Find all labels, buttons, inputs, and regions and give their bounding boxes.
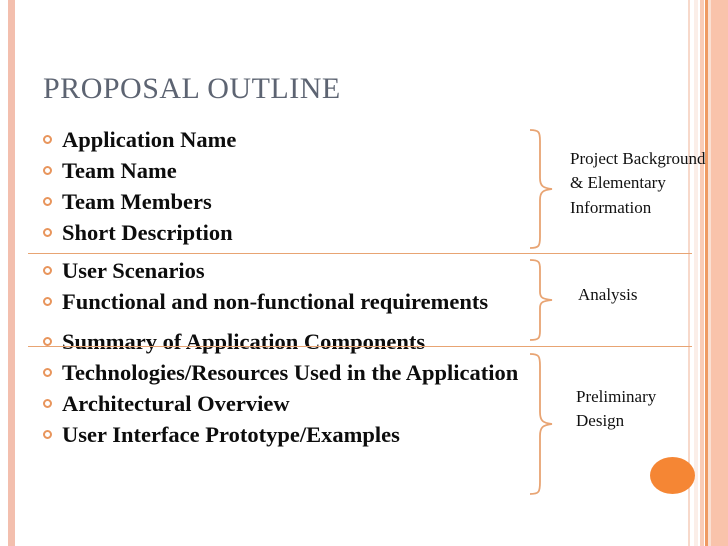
list-item: Application Name <box>43 126 543 153</box>
list-item: Technologies/Resources Used in the Appli… <box>43 359 543 386</box>
outline-list: Application Name Team Name Team Members … <box>43 126 543 448</box>
right-edge-stripe-2 <box>694 0 698 546</box>
list-item: Functional and non-functional requiremen… <box>43 288 543 315</box>
list-item-label: Architectural Overview <box>62 391 290 416</box>
right-edge-stripe-5 <box>708 0 711 546</box>
page-title: PROPOSAL OUTLINE <box>43 72 341 105</box>
left-edge-stripe <box>8 0 15 546</box>
list-item-label: Team Members <box>62 189 212 214</box>
bullet-circle-icon <box>43 135 52 144</box>
section-divider-1 <box>28 253 692 255</box>
group-label-analysis: Analysis <box>578 285 638 304</box>
bullet-circle-icon <box>43 297 52 306</box>
list-item-label: Team Name <box>62 158 177 183</box>
bullet-circle-icon <box>43 399 52 408</box>
list-item-label: Short Description <box>62 220 233 245</box>
list-item: Architectural Overview <box>43 390 543 417</box>
list-item-label: Summary of Application Components <box>62 329 426 354</box>
list-item-label: Application Name <box>62 127 237 152</box>
list-item: User Scenarios <box>43 257 543 284</box>
list-item: Short Description <box>43 219 543 246</box>
bullet-circle-icon <box>43 228 52 237</box>
bullet-circle-icon <box>43 337 52 346</box>
bullet-circle-icon <box>43 166 52 175</box>
list-item: Team Members <box>43 188 543 215</box>
group-label-preliminary-design: Preliminary Design <box>576 387 657 431</box>
bullet-circle-icon <box>43 197 52 206</box>
list-item: Summary of Application Components <box>43 328 543 355</box>
right-edge-stripe-6 <box>711 0 728 546</box>
list-item: Team Name <box>43 157 543 184</box>
group-brace-3 <box>528 352 554 496</box>
right-edge-stripe-4 <box>705 0 708 546</box>
list-item-label: Functional and non-functional requiremen… <box>62 289 489 314</box>
list-item: User Interface Prototype/Examples <box>43 421 543 448</box>
group-brace-2 <box>528 258 554 342</box>
group-brace-1 <box>528 128 554 250</box>
bullet-circle-icon <box>43 430 52 439</box>
right-edge-stripe-1 <box>688 0 690 546</box>
decorative-circle <box>650 457 695 494</box>
list-item-label: User Scenarios <box>62 258 205 283</box>
list-item-label: User Interface Prototype/Examples <box>62 422 400 447</box>
right-edge-stripe-3 <box>700 0 704 546</box>
group-label-project-background: Project Background & Elementary Informat… <box>570 149 706 217</box>
list-item-label: Technologies/Resources Used in the Appli… <box>62 360 519 385</box>
bullet-circle-icon <box>43 266 52 275</box>
bullet-circle-icon <box>43 368 52 377</box>
section-divider-2 <box>28 346 692 348</box>
